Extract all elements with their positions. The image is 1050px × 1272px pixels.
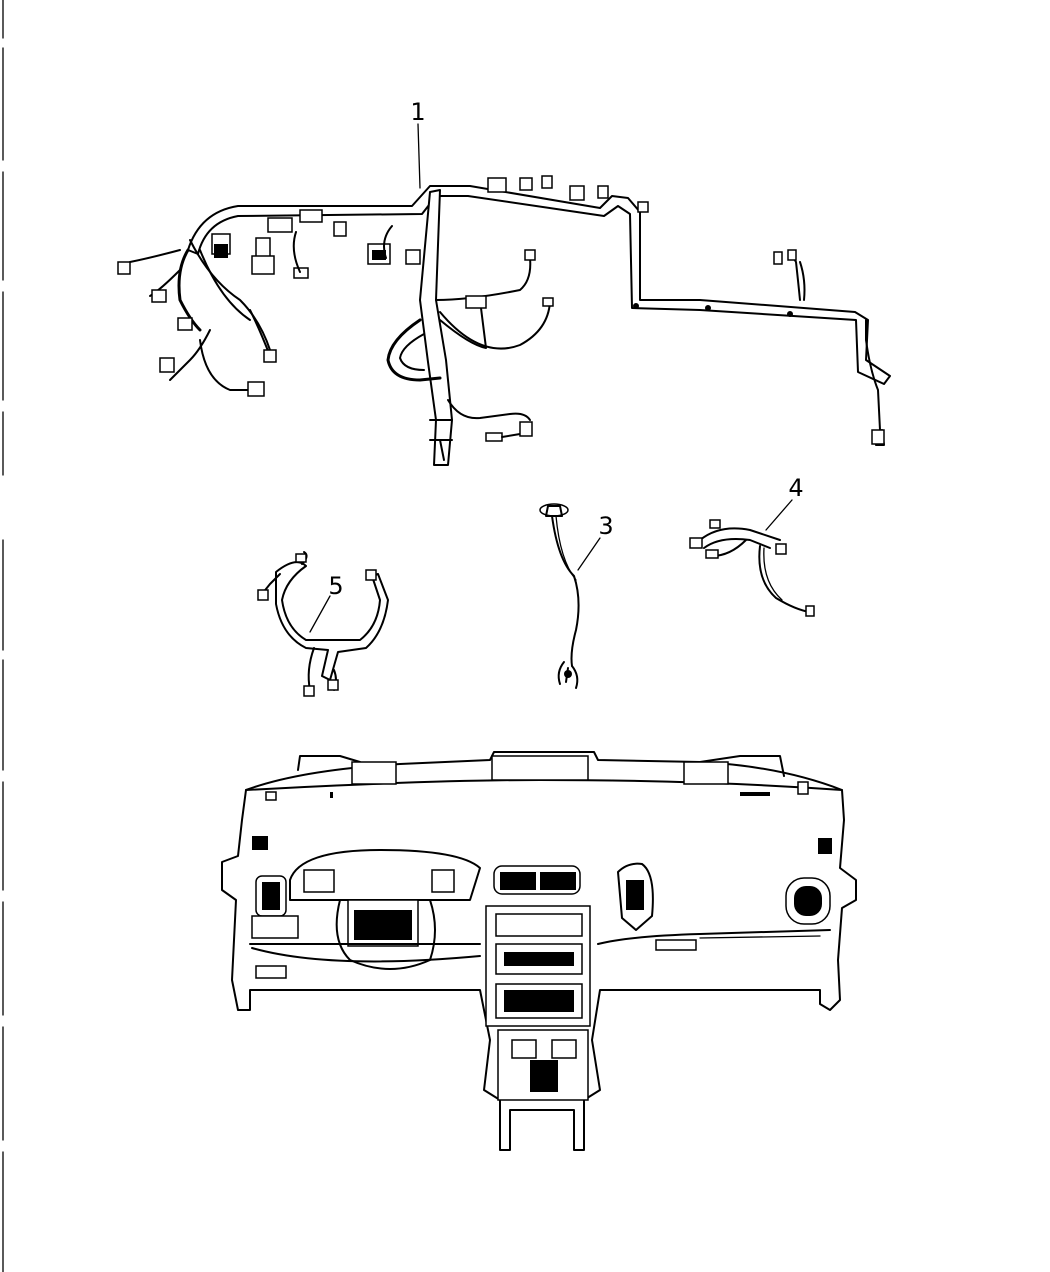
- overlay-harness: [257, 551, 389, 697]
- callout-1-leader: [417, 123, 421, 189]
- callout-5-leader: [309, 595, 331, 633]
- callout-4-leader: [765, 499, 793, 531]
- instrument-panel: [221, 751, 857, 1151]
- callout-1-label: 1: [410, 98, 425, 126]
- antenna-lead-wire: [539, 503, 580, 689]
- main-wiring-harness: [117, 175, 891, 466]
- jumper-harness: [689, 519, 815, 617]
- callout-5-label: 5: [328, 572, 343, 600]
- callout-3-label: 3: [598, 512, 613, 540]
- callout-4-label: 4: [788, 474, 803, 502]
- callout-3-leader: [577, 537, 601, 571]
